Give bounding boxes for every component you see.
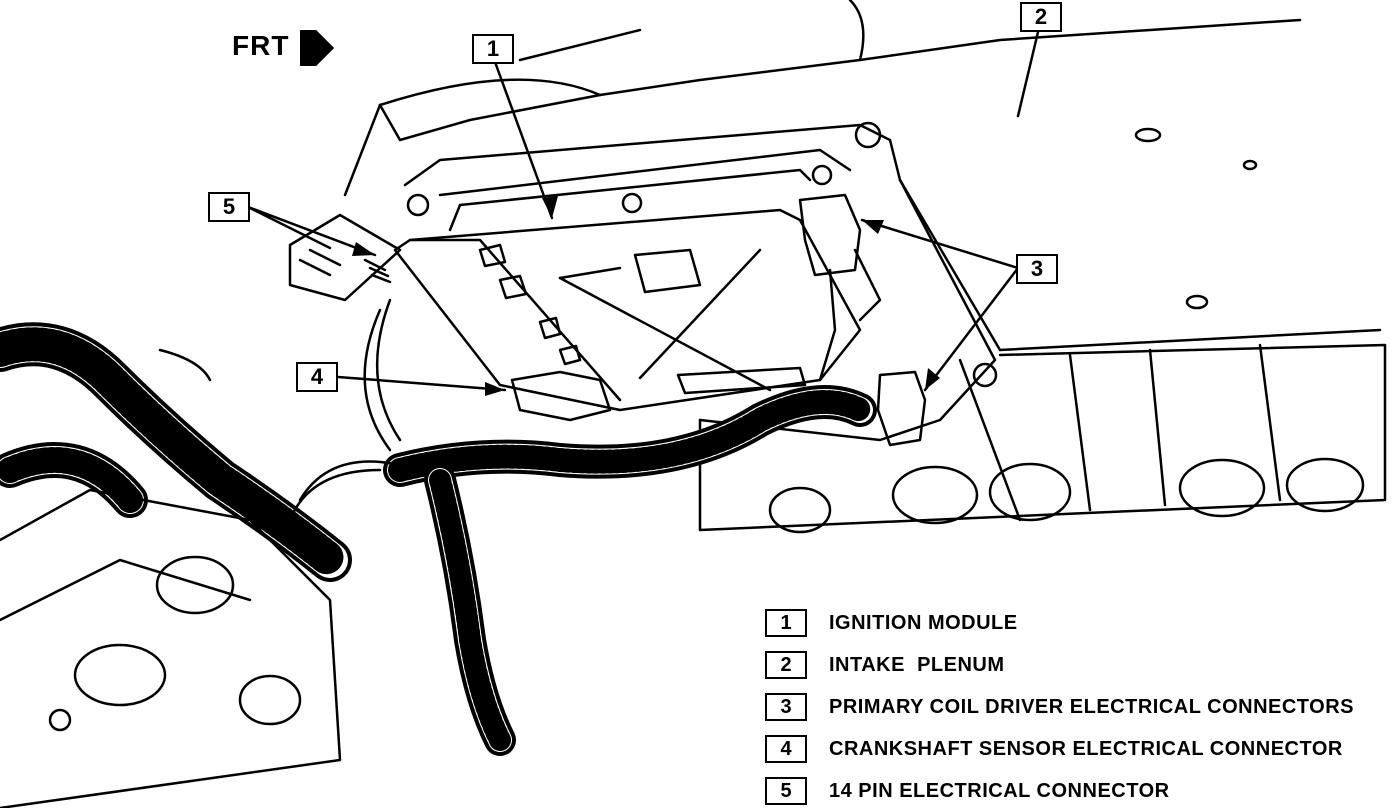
callout-1: 1 — [472, 34, 514, 64]
legend-item: 3 PRIMARY COIL DRIVER ELECTRICAL CONNECT… — [765, 692, 1354, 722]
plenum-lower-edge — [898, 178, 1382, 352]
plenum-hole — [1134, 127, 1162, 143]
wire — [298, 460, 402, 502]
leader-line-3a — [860, 218, 1020, 270]
legend-item: 4 CRANKSHAFT SENSOR ELECTRICAL CONNECTOR — [765, 734, 1343, 764]
ignition-module-body — [393, 208, 862, 412]
leader-line-2 — [1016, 30, 1040, 118]
mounting-bolt — [854, 121, 882, 149]
leader-arrowhead-4 — [485, 382, 505, 396]
wire — [375, 298, 402, 442]
legend-item: 1 IGNITION MODULE — [765, 608, 1018, 638]
cylinder-head — [698, 343, 1387, 532]
exhaust-port — [768, 486, 832, 534]
leader-line-5a — [246, 205, 377, 257]
wire — [288, 468, 382, 522]
leader-line-3b — [923, 266, 1020, 392]
coil-driver-connector-upper — [798, 193, 862, 277]
exhaust-port — [1178, 458, 1266, 518]
callout-3: 3 — [1016, 254, 1058, 284]
mounting-bolt — [48, 708, 72, 732]
callout-4: 4 — [296, 362, 338, 392]
intake-plenum-outline — [378, 18, 1302, 142]
coil-driver-connector-lower — [876, 370, 927, 447]
leader-arrowhead-5a — [352, 242, 375, 256]
mounting-bolt — [811, 164, 833, 186]
runner-port — [73, 643, 167, 707]
leader-line-5b — [246, 205, 332, 250]
legend-label: INTAKE PLENUM — [829, 653, 1005, 676]
legend-label: CRANKSHAFT SENSOR ELECTRICAL CONNECTOR — [829, 737, 1343, 760]
plenum-hole — [1242, 159, 1258, 171]
intake-runner — [0, 488, 342, 808]
legend-label: 14 PIN ELECTRICAL CONNECTOR — [829, 779, 1170, 802]
fourteen-pin-connector — [288, 213, 402, 302]
plenum-hole — [1185, 294, 1209, 310]
crankshaft-sensor-connector — [510, 370, 612, 422]
legend-number: 4 — [765, 735, 807, 763]
legend-label: IGNITION MODULE — [829, 611, 1018, 634]
mounting-bolt — [406, 193, 430, 217]
legend-number: 2 — [765, 651, 807, 679]
front-orientation-label: FRT — [232, 30, 290, 61]
exhaust-port — [1285, 457, 1365, 513]
callout-5: 5 — [208, 192, 250, 222]
legend-number: 5 — [765, 777, 807, 805]
legend-item: 5 14 PIN ELECTRICAL CONNECTOR — [765, 776, 1170, 806]
wire — [158, 348, 212, 382]
legend-label: PRIMARY COIL DRIVER ELECTRICAL CONNECTOR… — [829, 695, 1354, 718]
mounting-bolt — [621, 192, 643, 214]
module-bracket — [403, 123, 997, 442]
callout-2: 2 — [1020, 2, 1062, 32]
legend-item: 2 INTAKE PLENUM — [765, 650, 1005, 680]
exhaust-port — [988, 462, 1072, 522]
exhaust-port — [891, 465, 979, 525]
leader-arrowhead-3b — [925, 368, 940, 390]
leader-line-4 — [336, 375, 507, 392]
runner-port — [155, 555, 235, 615]
leader-arrowhead-1 — [542, 196, 558, 218]
legend-number: 3 — [765, 693, 807, 721]
leader-arrowhead-3a — [862, 220, 884, 234]
wire — [363, 308, 392, 452]
leader-line-1 — [493, 60, 554, 220]
runner-port — [238, 674, 302, 726]
legend-number: 1 — [765, 609, 807, 637]
mounting-bolt — [972, 362, 998, 388]
